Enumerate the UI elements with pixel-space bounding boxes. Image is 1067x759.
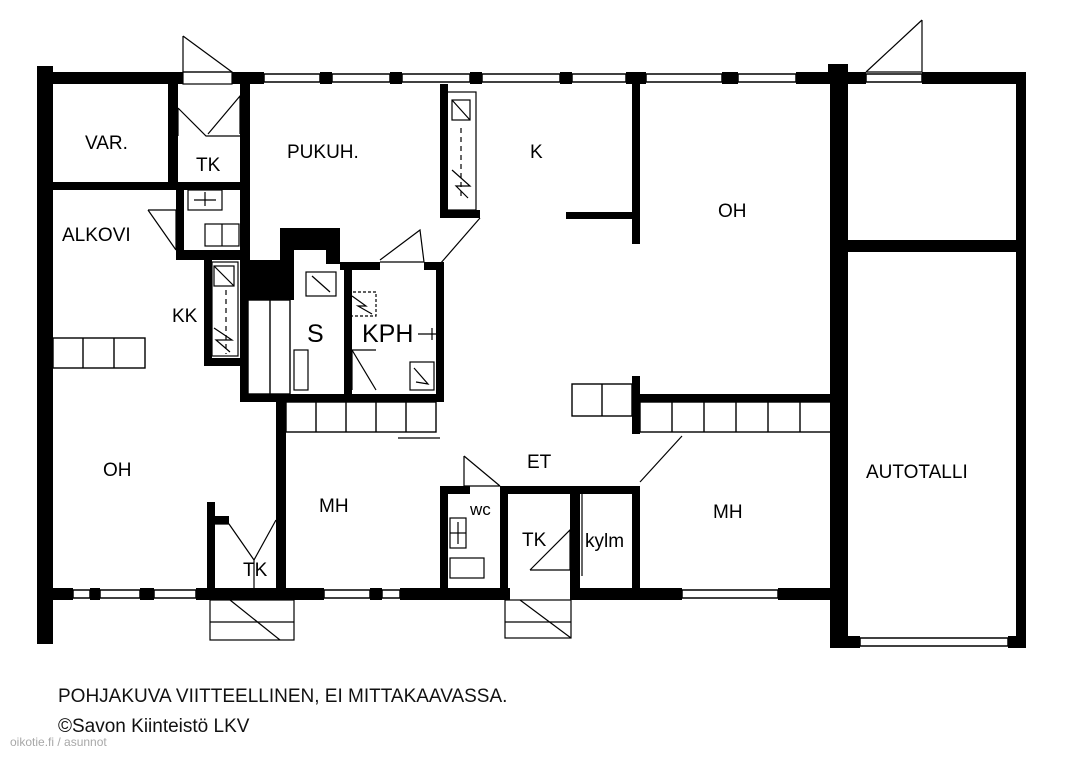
- room-labels: VAR. TK PUKUH. K OH ALKOVI KK S KPH OH E…: [62, 133, 968, 581]
- room-label-oh-left: OH: [103, 460, 132, 481]
- room-label-mh-center: MH: [319, 496, 349, 517]
- door-swings: [147, 19, 923, 641]
- room-label-oh-right: OH: [718, 201, 747, 222]
- room-label-alkovi: ALKOVI: [62, 225, 131, 246]
- room-label-k: K: [530, 142, 543, 163]
- fixtures: [187, 91, 485, 579]
- room-label-tk-top: TK: [196, 155, 221, 176]
- window-openings: [72, 73, 1009, 647]
- room-label-var: VAR.: [85, 133, 128, 154]
- room-label-s: S: [307, 320, 324, 348]
- room-label-kylm: kylm: [585, 531, 624, 552]
- watermark: oikotie.fi / asunnot: [10, 735, 107, 749]
- room-label-tk-center: TK: [522, 530, 547, 551]
- interior-walls: [53, 84, 832, 590]
- room-label-kk: KK: [172, 306, 198, 327]
- room-label-autotalli: AUTOTALLI: [866, 462, 968, 483]
- floor-plan: VAR. TK PUKUH. K OH ALKOVI KK S KPH OH E…: [37, 19, 1026, 648]
- caption-disclaimer: POHJAKUVA VIITTEELLINEN, EI MITTAKAAVASS…: [58, 686, 508, 707]
- room-label-et: ET: [527, 452, 552, 473]
- exterior-walls: [37, 64, 1026, 648]
- room-label-kph: KPH: [362, 320, 413, 348]
- caption-copyright: ©Savon Kiinteistö LKV: [58, 716, 250, 737]
- room-label-tk-bottom: TK: [243, 560, 268, 581]
- room-label-mh-right: MH: [713, 502, 743, 523]
- room-label-wc: wc: [469, 500, 491, 519]
- wardrobes: [52, 299, 833, 433]
- room-label-pukuh: PUKUH.: [287, 142, 359, 163]
